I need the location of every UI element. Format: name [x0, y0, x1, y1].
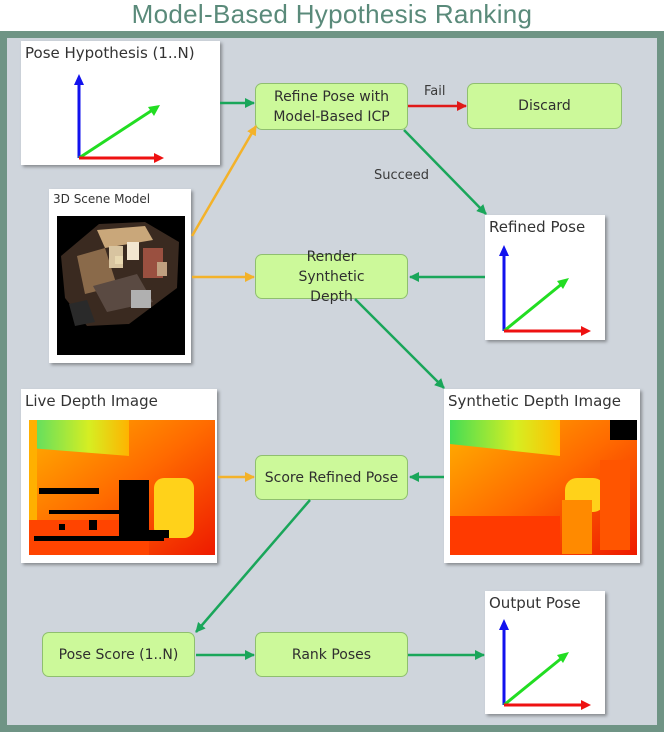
rank-poses-label: Rank Poses [291, 646, 372, 663]
scene-model-card: 3D Scene Model [49, 189, 191, 363]
output-pose-card: Output Pose [485, 591, 605, 714]
axes-icon [499, 245, 591, 336]
arrow-render-to-synthetic [354, 298, 445, 389]
live-depth-image [29, 420, 215, 555]
axes-icon [499, 619, 591, 710]
rank-poses-box: Rank Poses [255, 632, 408, 677]
arrow-refine-to-refined [403, 129, 487, 215]
axes-icon [74, 74, 164, 163]
fail-edge-label: Fail [424, 84, 446, 99]
synthetic-depth-card: Synthetic Depth Image [444, 389, 640, 563]
live-depth-card: Live Depth Image [21, 389, 217, 563]
render-synthetic-depth-box: Render Synthetic Depth [255, 249, 408, 305]
synthetic-depth-label: Synthetic Depth Image [448, 392, 622, 410]
refine-pose-box: Refine Pose with Model-Based ICP [255, 83, 408, 130]
refined-pose-label: Refined Pose [489, 218, 586, 236]
discard-label: Discard [518, 98, 571, 114]
succeed-edge-label: Succeed [374, 168, 430, 183]
scene-model-label: 3D Scene Model [53, 192, 151, 206]
pose-hypothesis-label: Pose Hypothesis (1..N) [25, 44, 195, 62]
score-refined-pose-label: Score Refined Pose [264, 469, 399, 486]
scene-model-image [57, 216, 185, 355]
score-refined-pose-box: Score Refined Pose [255, 455, 408, 500]
refine-pose-label: Refine Pose with Model-Based ICP [273, 88, 390, 125]
arrow-score-to-posescore [195, 499, 311, 633]
arrow-scene-to-refine [190, 125, 258, 237]
diagram-title: Model-Based Hypothesis Ranking [131, 0, 533, 29]
pose-score-box: Pose Score (1..N) [42, 632, 195, 677]
refined-pose-card: Refined Pose [485, 215, 605, 340]
output-pose-label: Output Pose [489, 594, 581, 612]
synthetic-depth-image [450, 420, 637, 555]
live-depth-label: Live Depth Image [25, 392, 158, 410]
render-synthetic-depth-label: Render Synthetic Depth [298, 248, 365, 305]
discard-box: Discard [467, 83, 622, 129]
pose-hypothesis-card: Pose Hypothesis (1..N) [21, 41, 220, 165]
pose-score-label: Pose Score (1..N) [58, 646, 179, 663]
